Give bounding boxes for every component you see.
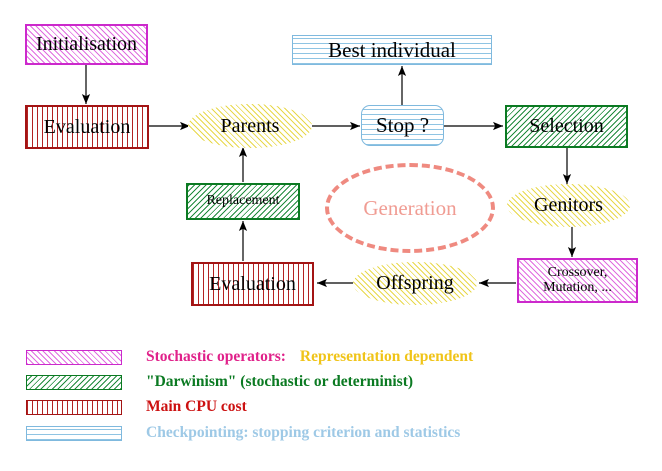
node-evaluation-top[interactable]: Evaluation	[25, 105, 149, 149]
node-parents[interactable]: Parents	[188, 104, 312, 148]
legend-label-checkpointing: Checkpointing: stopping criterion and st…	[146, 424, 461, 441]
legend-swatch-cpu-cost	[26, 399, 122, 415]
legend-label-stochastic: Stochastic operators: Representation depe…	[146, 348, 473, 366]
legend-row-checkpointing: Checkpointing: stopping criterion and st…	[26, 424, 460, 442]
legend-label-stochastic-primary: Stochastic operators:	[146, 348, 286, 365]
legend-swatch-checkpointing	[26, 425, 122, 441]
node-generation-group: Generation	[325, 163, 495, 253]
legend-swatch-stochastic	[26, 349, 122, 365]
node-offspring[interactable]: Offspring	[353, 262, 477, 305]
legend-row-darwinism: "Darwinism" (stochastic or determinist)	[26, 373, 413, 391]
node-genitors[interactable]: Genitors	[507, 184, 630, 227]
node-replacement[interactable]: Replacement	[186, 183, 300, 220]
legend-label-stochastic-secondary: Representation dependent	[299, 348, 474, 365]
node-initialisation[interactable]: Initialisation	[25, 24, 148, 65]
node-best-individual[interactable]: Best individual	[292, 35, 492, 65]
legend-label-darwinism: "Darwinism" (stochastic or determinist)	[146, 373, 414, 390]
node-selection[interactable]: Selection	[505, 105, 628, 148]
node-evaluation-bottom[interactable]: Evaluation	[191, 262, 314, 306]
legend-label-cpu-cost: Main CPU cost	[146, 398, 247, 415]
legend-swatch-darwinism	[26, 374, 122, 390]
node-crossover-mutation[interactable]: Crossover, Mutation, ...	[517, 258, 638, 303]
node-stop[interactable]: Stop ?	[361, 105, 444, 146]
legend-row-stochastic: Stochastic operators: Representation depe…	[26, 348, 473, 366]
legend-row-cpu-cost: Main CPU cost	[26, 398, 247, 416]
